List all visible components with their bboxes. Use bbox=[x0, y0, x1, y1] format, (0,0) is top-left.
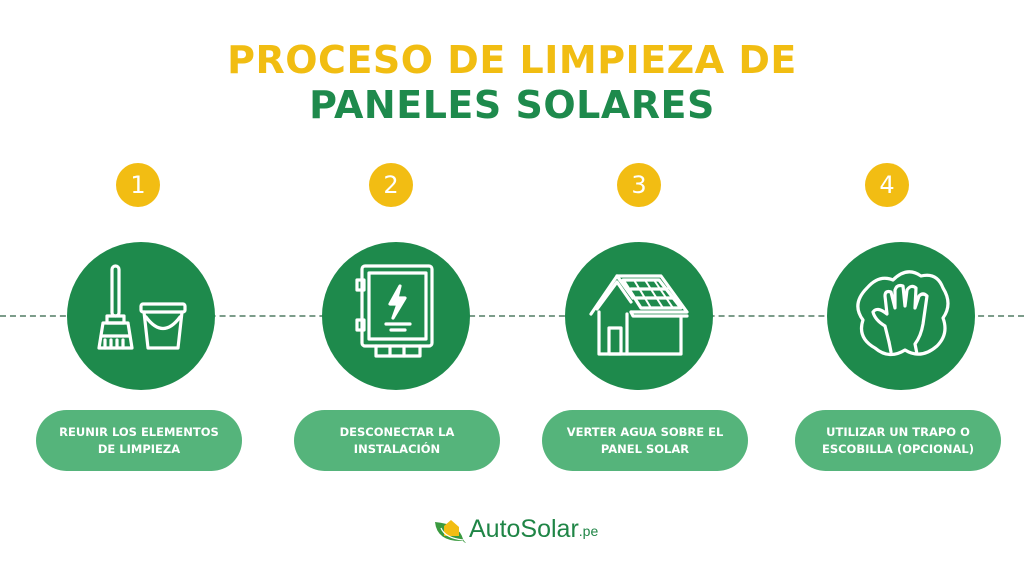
step-number-badge: 4 bbox=[865, 163, 909, 207]
step-label-pill: VERTER AGUA SOBRE EL PANEL SOLAR bbox=[542, 410, 748, 471]
step-label-pill: DESCONECTAR LA INSTALACIÓN bbox=[294, 410, 500, 471]
step-number-badge: 3 bbox=[617, 163, 661, 207]
step-4: 4 UTILIZAR UN TRAPO O ESCOBILLA (OPCIONA… bbox=[766, 0, 1016, 576]
connector-dashed-line bbox=[0, 315, 1024, 317]
title-line-1: PROCESO DE LIMPIEZA DE bbox=[227, 38, 797, 82]
step-icon-circle bbox=[322, 242, 470, 390]
logo-name: AutoSolar bbox=[469, 515, 579, 543]
electrical-panel-icon bbox=[355, 264, 434, 358]
step-label-pill: UTILIZAR UN TRAPO O ESCOBILLA (OPCIONAL) bbox=[795, 410, 1001, 471]
hand-wiping-cloth-icon bbox=[856, 270, 950, 357]
step-1: 1 REUNIR LOS ELEMENTOS DE LIMPIEZA bbox=[16, 0, 266, 576]
step-icon-circle bbox=[827, 242, 975, 390]
house-with-solar-panels-icon bbox=[589, 274, 689, 356]
broom-and-bucket-icon bbox=[97, 264, 187, 350]
step-icon-circle bbox=[565, 242, 713, 390]
step-3: 3 VERTER AGUA SOBRE EL PANEL SOLAR bbox=[516, 0, 766, 576]
step-icon-circle bbox=[67, 242, 215, 390]
logo-suffix: .pe bbox=[578, 523, 599, 539]
leaf-house-logo-icon bbox=[435, 520, 466, 543]
step-label-pill: REUNIR LOS ELEMENTOS DE LIMPIEZA bbox=[36, 410, 242, 471]
autosolar-logo: AutoSolar .pe bbox=[433, 510, 598, 544]
title-line-2: PANELES SOLARES bbox=[309, 83, 715, 127]
step-number-badge: 2 bbox=[369, 163, 413, 207]
step-2: 2 DESCONECTAR LA INSTALACIÓN bbox=[266, 0, 516, 576]
step-number-badge: 1 bbox=[116, 163, 160, 207]
